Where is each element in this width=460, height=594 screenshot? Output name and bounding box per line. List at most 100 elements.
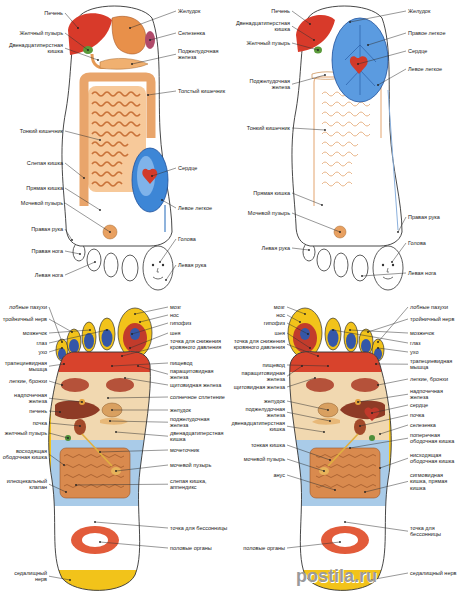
leader-dot xyxy=(377,347,379,349)
leader-dot xyxy=(129,27,131,29)
leader-dot xyxy=(81,401,83,403)
bladder xyxy=(103,225,117,239)
leader-dot xyxy=(61,384,63,386)
leader-dot xyxy=(61,347,63,349)
organ-label: мочеточник xyxy=(170,447,228,453)
organ-label: Левая рука xyxy=(178,262,230,268)
organ-label: щитовидная железа xyxy=(231,384,285,390)
leader-line xyxy=(287,344,318,356)
organ-label: мочевой пузырь xyxy=(170,462,228,468)
organ-label: Мочевой пузырь xyxy=(232,210,290,216)
leader-dot xyxy=(109,231,111,233)
leader-dot xyxy=(63,464,65,466)
organ-label: гипофиз xyxy=(231,320,285,326)
organ-label: Голова xyxy=(408,240,458,246)
leader-dot xyxy=(375,363,377,365)
organ-label: легкие, бронхи xyxy=(1,378,47,384)
leader-dot xyxy=(334,489,336,491)
organ-label: паращитовидная железа xyxy=(170,368,228,381)
leader-line xyxy=(95,522,168,528)
leader-line xyxy=(65,13,78,28)
leader-line xyxy=(152,168,176,176)
organ-label: сигмовидная кишка, прямая кишка xyxy=(410,472,458,491)
organ-label: лобные пазухи xyxy=(410,304,458,310)
leader-line xyxy=(110,421,168,422)
organ-label: глаз xyxy=(410,340,458,346)
organ-label: гипофиз xyxy=(170,320,228,326)
leader-line xyxy=(287,542,340,548)
leader-dot xyxy=(106,329,108,331)
leader-dot xyxy=(317,355,319,357)
leader-line xyxy=(132,323,168,334)
leader-line xyxy=(287,401,328,410)
leader-dot xyxy=(307,333,309,335)
heart xyxy=(142,169,157,184)
organ-label: Желчный пузырь xyxy=(1,30,63,36)
organ-label: Прямая кишка xyxy=(232,190,290,196)
organ-label: солнечное сплетение xyxy=(170,394,228,400)
organ-label: поджелудочная железа xyxy=(231,406,285,419)
leader-line xyxy=(49,454,64,465)
leader-dot xyxy=(149,39,151,41)
spleen xyxy=(145,31,155,49)
leader-line xyxy=(108,397,168,398)
leader-dot xyxy=(109,420,111,422)
leader-dot xyxy=(299,321,301,323)
leader-dot xyxy=(339,541,341,543)
leader-dot xyxy=(324,129,326,131)
organ-label: Желчный пузырь xyxy=(232,40,290,46)
leader-dot xyxy=(327,409,329,411)
leader-line xyxy=(122,344,168,356)
organ-label: Поджелудочная железа xyxy=(232,78,290,91)
leader-line xyxy=(345,522,408,531)
organ-label: Правое легкое xyxy=(408,30,458,36)
leader-line xyxy=(368,33,406,45)
leader-dot xyxy=(63,363,65,365)
leader-line xyxy=(378,379,408,385)
leader-line xyxy=(287,445,330,460)
heart xyxy=(365,408,380,421)
leader-line xyxy=(49,398,82,402)
gall-bladder xyxy=(314,47,322,54)
leader-line xyxy=(287,366,302,376)
liver xyxy=(68,13,112,55)
leader-line xyxy=(292,193,322,205)
leader-dot xyxy=(159,261,161,263)
leader-dot xyxy=(329,420,331,422)
leader-line xyxy=(112,410,168,411)
organ-label: ухо xyxy=(410,349,458,355)
leader-line xyxy=(287,323,308,334)
leader-dot xyxy=(134,313,136,315)
leader-line xyxy=(380,425,408,434)
organ-label: тройничный нерв xyxy=(1,316,47,322)
leader-line xyxy=(49,319,72,332)
leader-line xyxy=(116,432,168,436)
leader-line xyxy=(49,411,60,412)
leader-dot xyxy=(379,433,381,435)
leader-dot xyxy=(313,39,315,41)
organ-label: Поджелудочная железа xyxy=(178,48,230,61)
organ-label: Тонкий кишечник xyxy=(232,125,290,131)
leader-dot xyxy=(309,347,311,349)
foot-reflex-map xyxy=(280,308,400,594)
leader-dot xyxy=(379,467,381,469)
leader-dot xyxy=(391,261,393,263)
leader-line xyxy=(65,188,100,210)
leader-line xyxy=(65,163,84,178)
leader-line xyxy=(350,330,408,333)
organ-label: Правая рука xyxy=(1,226,63,232)
organ-label: селезенка xyxy=(410,422,458,428)
leader-dot xyxy=(83,177,85,179)
leader-dot xyxy=(69,579,71,581)
organ-label: Печень xyxy=(1,10,63,16)
leader-line xyxy=(292,128,325,130)
organ-label: точка для снижения кровяного давления xyxy=(231,338,285,351)
organ-label: анус xyxy=(231,472,285,478)
leader-line xyxy=(350,11,406,22)
leader-dot xyxy=(359,425,361,427)
leader-line xyxy=(392,243,406,262)
organ-label: трапециевидная мышца xyxy=(410,358,458,371)
leader-line xyxy=(65,229,72,240)
organ-label: половые органы xyxy=(231,545,285,551)
organ-label: восходящая ободочная кишка xyxy=(1,448,47,461)
